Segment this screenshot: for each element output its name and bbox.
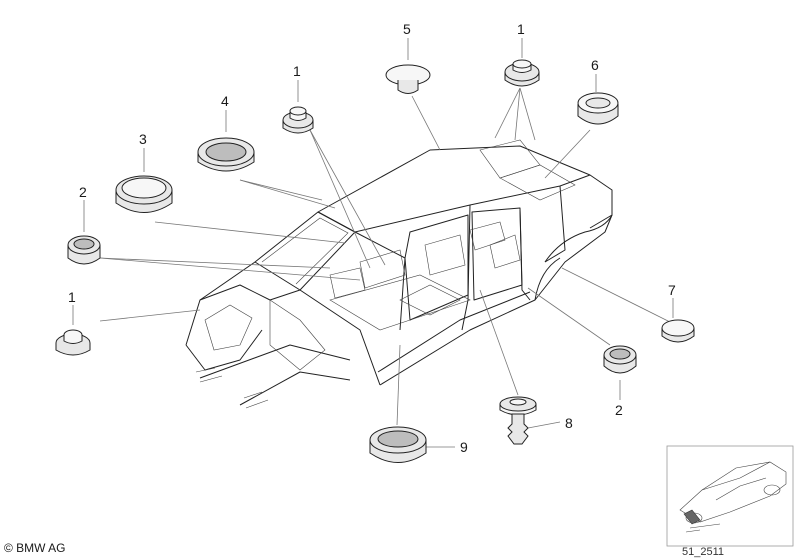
car-body-shell [185,139,613,409]
callout-7: 7 [668,282,676,298]
grommet-small-left [55,329,91,356]
grommet-large [115,175,173,213]
grommet-large-bottom [369,426,427,463]
callout-8: 8 [565,415,573,431]
vehicle-thumbnail [666,445,794,547]
callout-1-left: 1 [68,289,76,305]
grommet-ring [197,137,255,172]
callout-6: 6 [591,57,599,73]
callout-2-right: 2 [615,402,623,418]
grommet-small-top [504,59,540,87]
callout-1-mid: 1 [293,63,301,79]
copyright-text: © BMW AG [4,541,66,555]
callout-4: 4 [221,93,229,109]
callout-1-top: 1 [517,21,525,37]
grommet-medium-right [603,345,637,374]
callout-3: 3 [139,131,147,147]
diagram-id: 51_2511 [682,546,724,558]
grommet-medium-left [67,235,101,265]
callout-9: 9 [460,439,468,455]
plug-dome [577,92,619,125]
callout-2-left: 2 [79,184,87,200]
grommet-small-mid [282,106,314,134]
callout-5: 5 [403,21,411,37]
plug-flanged [385,64,431,94]
leader-lines [72,38,674,448]
callout-labels: 1 2 3 4 1 5 1 6 7 2 8 9 [68,21,676,455]
plug-cap [661,319,695,343]
push-clip [499,396,537,445]
